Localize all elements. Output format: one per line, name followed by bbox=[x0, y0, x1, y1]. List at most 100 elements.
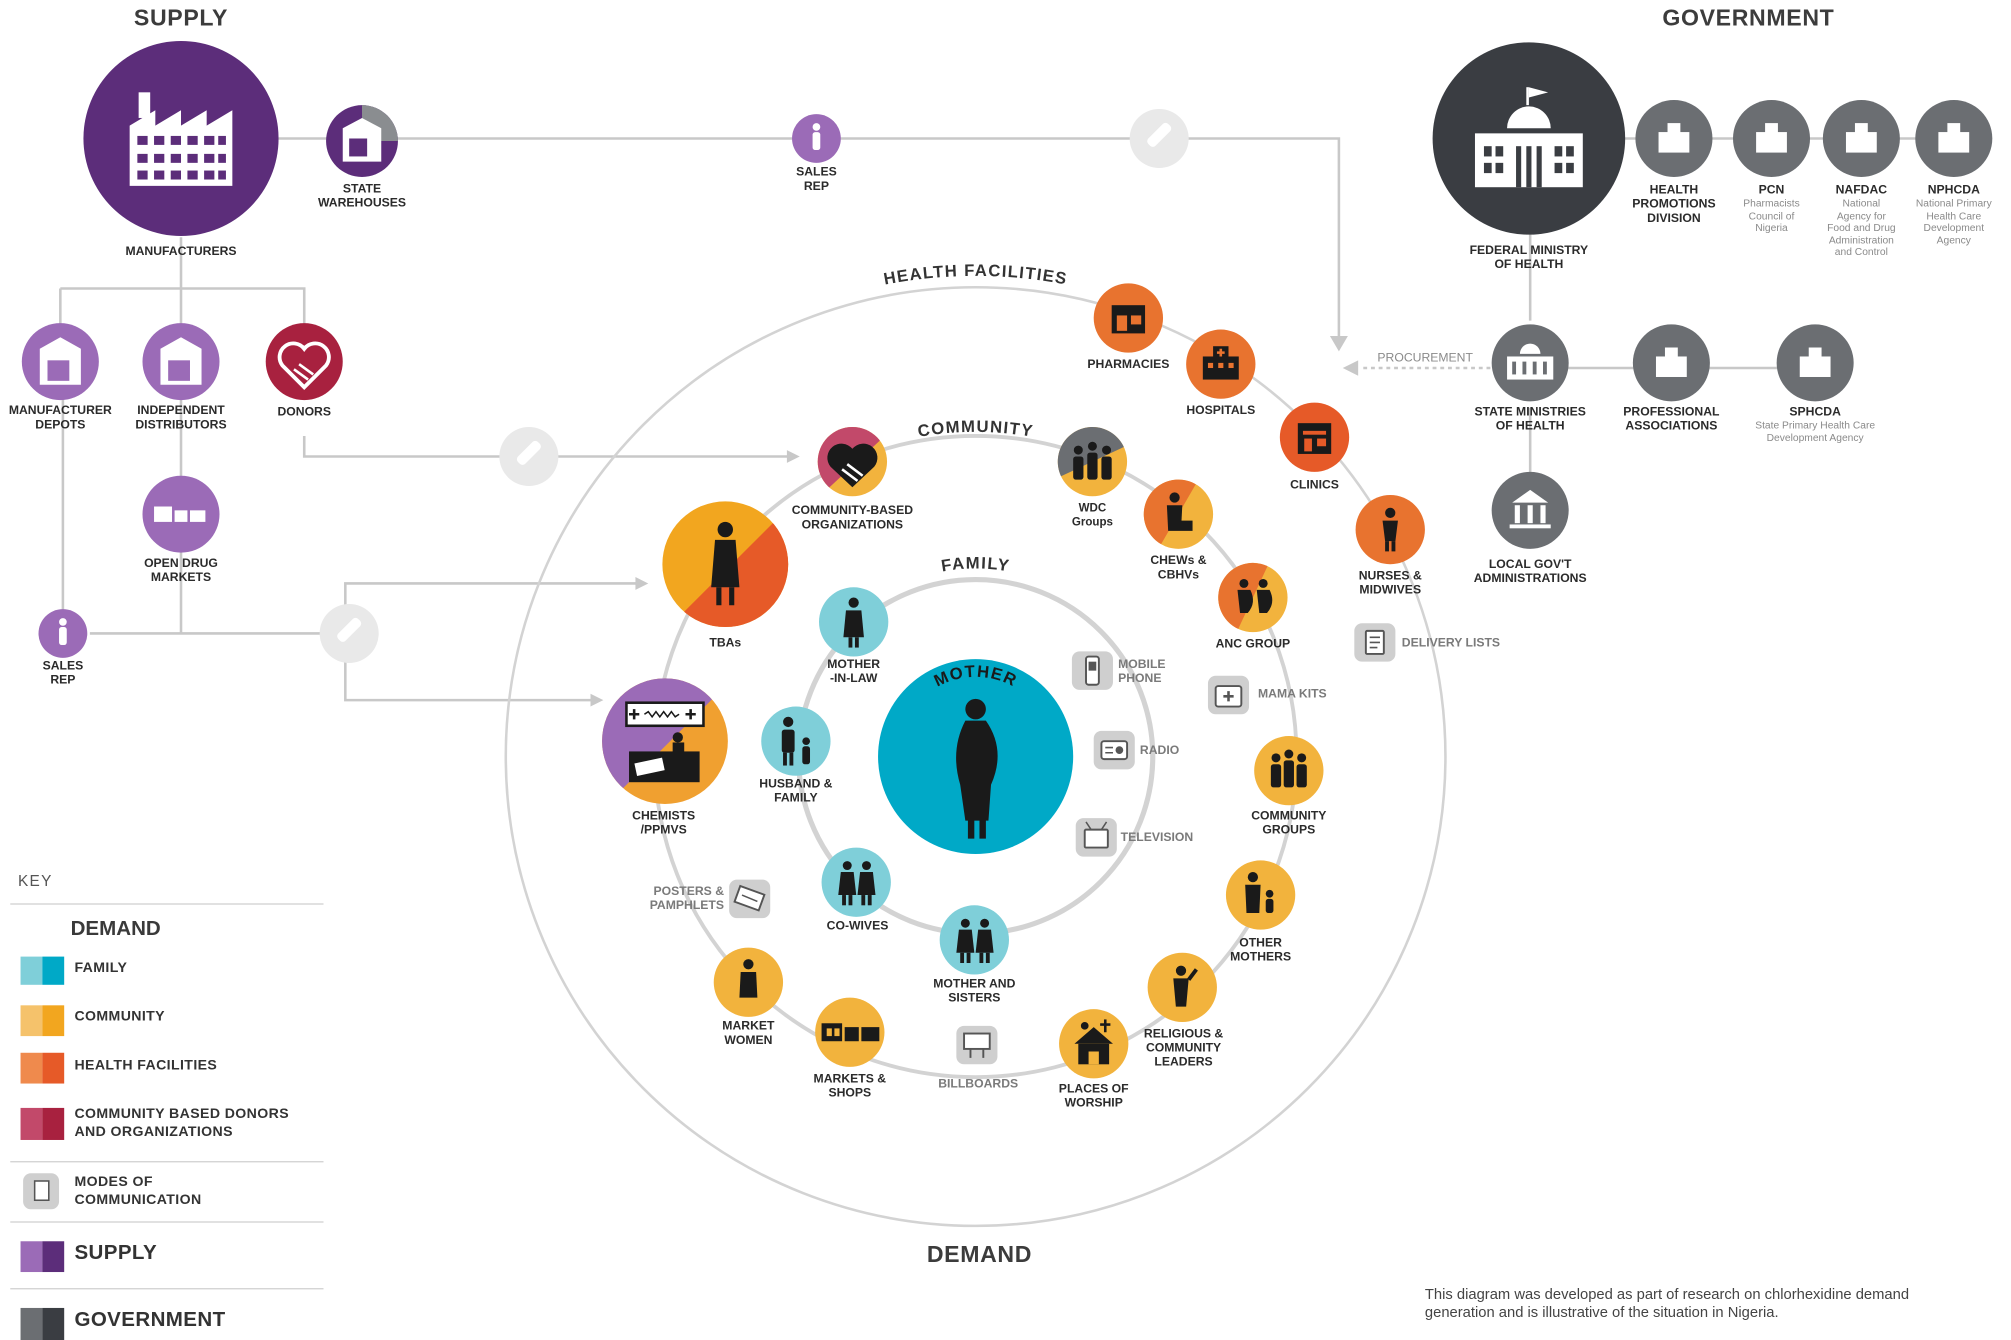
manufacturers-node[interactable] bbox=[83, 41, 279, 236]
delivery-lists-icon-node[interactable] bbox=[1354, 623, 1396, 662]
other-mothers-node[interactable] bbox=[1225, 860, 1296, 930]
sphcda-node[interactable] bbox=[1776, 324, 1854, 402]
person-icon bbox=[59, 618, 67, 645]
manufacturer-branch-line bbox=[59, 237, 306, 327]
product-marker-donors bbox=[499, 427, 559, 486]
posters-icon-node[interactable] bbox=[729, 879, 771, 919]
health-facilities-title: HEALTH FACILITIES bbox=[882, 261, 1069, 289]
pharmacies-node[interactable] bbox=[1093, 283, 1164, 353]
key-government: GOVERNMENT bbox=[74, 1309, 226, 1332]
local-govt-node[interactable] bbox=[1491, 471, 1569, 549]
sales-rep-top-node[interactable] bbox=[792, 114, 841, 163]
clinics-node[interactable] bbox=[1279, 402, 1350, 472]
co-wives-node[interactable] bbox=[821, 847, 891, 917]
nafdac-node[interactable] bbox=[1822, 100, 1900, 177]
chews-node[interactable] bbox=[1131, 467, 1214, 549]
nurses-node[interactable] bbox=[1355, 494, 1425, 565]
television-icon-node[interactable] bbox=[1075, 818, 1117, 857]
co-wives-label: CO-WIVES bbox=[826, 919, 889, 934]
medical-kit-icon bbox=[1214, 685, 1243, 708]
anc-group-label: ANC GROUP bbox=[1215, 637, 1291, 652]
mother-sisters-node[interactable] bbox=[939, 905, 1009, 975]
arrowheads bbox=[590, 335, 1359, 707]
health-promotions-node[interactable] bbox=[1635, 100, 1713, 177]
worship-house-icon bbox=[1074, 1019, 1113, 1065]
religious-leaders-node[interactable] bbox=[1147, 952, 1217, 1022]
building-icon bbox=[1799, 347, 1831, 377]
nphcda-node[interactable] bbox=[1915, 100, 1993, 177]
mother-in-law-node[interactable] bbox=[819, 587, 889, 657]
donors-to-cbo-line bbox=[302, 435, 790, 458]
market-women-node[interactable] bbox=[713, 947, 784, 1017]
courthouse-icon bbox=[1509, 489, 1551, 529]
community-groups-node[interactable] bbox=[1254, 736, 1324, 806]
mobile-phone-icon bbox=[1085, 655, 1100, 686]
radio-label: RADIO bbox=[1139, 743, 1180, 758]
community-title: COMMUNITY bbox=[916, 417, 1035, 441]
product-markers bbox=[319, 108, 1189, 663]
tbas-node[interactable] bbox=[657, 498, 798, 639]
billboards-icon-node[interactable] bbox=[956, 1025, 998, 1065]
chews-label: CHEWs &CBHVs bbox=[1150, 553, 1207, 583]
pcn-node[interactable] bbox=[1732, 100, 1811, 177]
donors-node[interactable] bbox=[265, 323, 343, 401]
anc-group-node[interactable] bbox=[1207, 552, 1288, 633]
mobile-phone-icon-node[interactable] bbox=[1071, 651, 1113, 690]
manufacturer-depots-node[interactable] bbox=[21, 323, 99, 401]
health-worker-icon bbox=[1166, 492, 1193, 531]
group-icon bbox=[1270, 749, 1307, 788]
manufacturers-label: MANUFACTURERS bbox=[125, 244, 237, 260]
key-supply: SUPPLY bbox=[74, 1242, 158, 1265]
supply-title: SUPPLY bbox=[133, 5, 229, 31]
donors-label: DONORS bbox=[277, 405, 332, 420]
state-warehouses-node[interactable] bbox=[326, 105, 398, 177]
chemists-node[interactable] bbox=[597, 673, 738, 814]
clinics-label: CLINICS bbox=[1290, 478, 1339, 493]
mother-node[interactable] bbox=[878, 659, 1074, 855]
open-drug-markets-node[interactable] bbox=[142, 475, 220, 553]
warehouse-icon bbox=[39, 337, 81, 385]
building-icon bbox=[1658, 123, 1690, 153]
independent-distributors-node[interactable] bbox=[142, 323, 220, 401]
tba-arrow bbox=[635, 577, 649, 590]
wdc-node[interactable] bbox=[1046, 416, 1128, 497]
husband-family-node[interactable] bbox=[761, 706, 831, 776]
woman-icon bbox=[739, 959, 758, 998]
state-ministries-node[interactable] bbox=[1491, 324, 1569, 402]
hospitals-node[interactable] bbox=[1186, 329, 1256, 399]
speaker-icon bbox=[1173, 965, 1198, 1007]
professional-associations-node[interactable] bbox=[1632, 324, 1710, 402]
key-swatches bbox=[10, 903, 324, 1340]
building-icon bbox=[1756, 123, 1787, 153]
places-of-worship-node[interactable] bbox=[1059, 1009, 1129, 1079]
markets-shops-node[interactable] bbox=[815, 997, 885, 1067]
federal-ministry-node[interactable] bbox=[1432, 42, 1626, 235]
radio-icon-node[interactable] bbox=[1093, 730, 1135, 770]
mama-kits-icon-node[interactable] bbox=[1207, 675, 1250, 715]
sales-rep-left-node[interactable] bbox=[38, 609, 88, 658]
family-title: FAMILY bbox=[940, 553, 1012, 575]
procurement-arrow-left bbox=[1342, 360, 1359, 376]
cbo-node[interactable] bbox=[809, 423, 899, 506]
government-title: GOVERNMENT bbox=[1662, 5, 1835, 31]
supply-to-procurement-line bbox=[278, 137, 1341, 342]
